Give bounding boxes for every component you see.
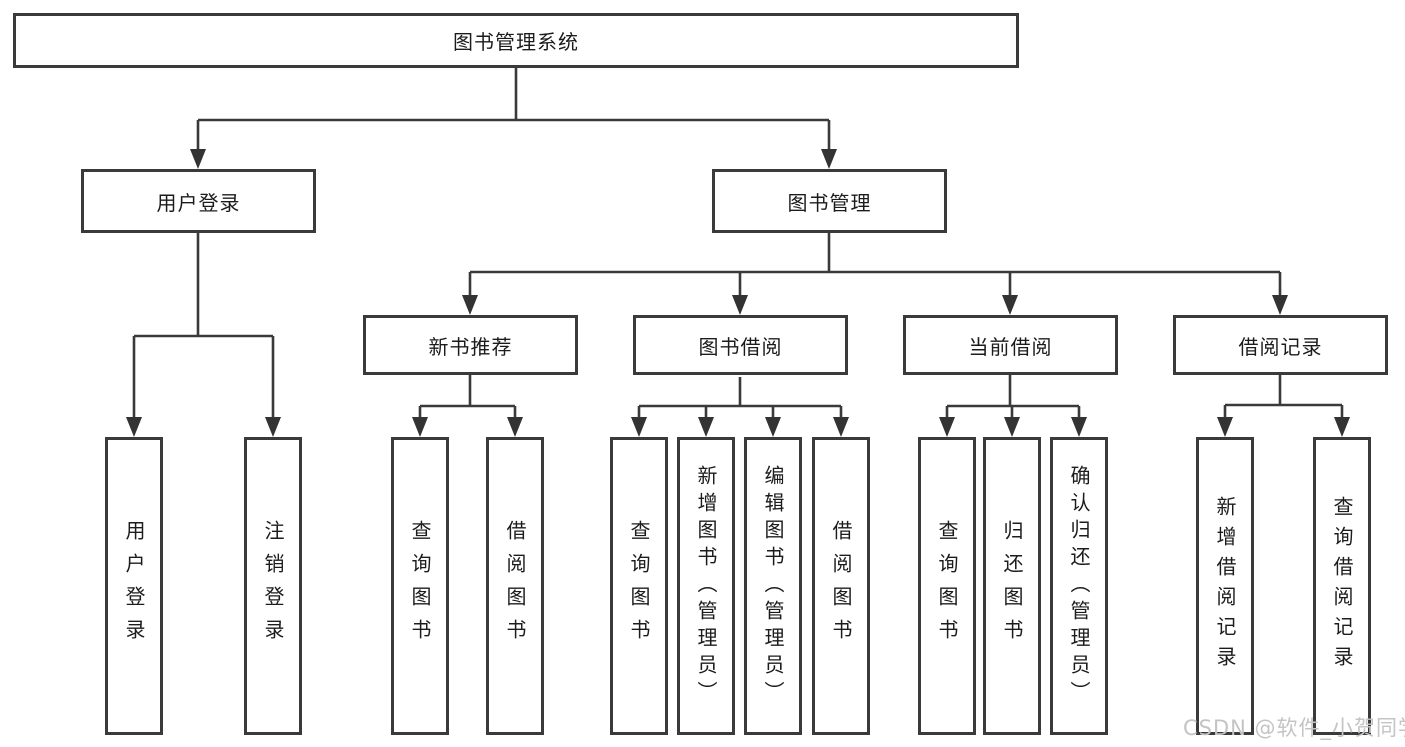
node-new-book-recommend-label: 新书推荐 [428,334,513,359]
leaf-query-borrow-record-label: 查询借阅记录 [1330,496,1354,676]
node-book-borrow: 图书借阅 [633,315,848,375]
node-borrow-records-label: 借阅记录 [1238,334,1323,359]
node-root-label: 图书管理系统 [453,30,579,54]
leaf-edit-books-admin-label: 编辑图书（管理员） [761,464,785,708]
connector-root-to-level2 [190,68,837,169]
leaf-user-login-label: 用户登录 [122,520,146,652]
connector-book-mgmt-children [462,233,1288,315]
leaf-user-login: 用户登录 [105,437,163,735]
leaf-query-books-borrow: 查询图书 [610,437,668,735]
connector-user-login-children [126,233,281,437]
leaf-return-books-label: 归还图书 [1000,520,1024,652]
connector-book-borrow-children [631,377,849,437]
node-new-book-recommend: 新书推荐 [363,315,578,375]
leaf-add-books-admin-label: 新增图书（管理员） [694,464,718,708]
leaf-query-borrow-record: 查询借阅记录 [1313,437,1371,735]
leaf-add-borrow-record: 新增借阅记录 [1196,437,1254,735]
connector-current-borrow-children [939,375,1087,437]
leaf-logout: 注销登录 [244,437,302,735]
leaf-borrow-books-recommend: 借阅图书 [486,437,544,735]
leaf-borrow-books-recommend-label: 借阅图书 [503,520,527,652]
leaf-query-books-current: 查询图书 [918,437,976,735]
connector-borrow-records-children [1217,375,1350,437]
leaf-query-books-recommend-label: 查询图书 [408,520,432,652]
node-root: 图书管理系统 [13,13,1019,68]
leaf-borrow-books: 借阅图书 [812,437,870,735]
leaf-add-borrow-record-label: 新增借阅记录 [1213,496,1237,676]
node-book-borrow-label: 图书借阅 [698,334,783,359]
node-user-login-label: 用户登录 [156,190,241,215]
leaf-query-books-current-label: 查询图书 [935,520,959,652]
leaf-confirm-return-admin-label: 确认归还（管理员） [1067,464,1091,708]
node-book-mgmt: 图书管理 [712,169,947,233]
connector-new-book-rec-children [412,375,523,437]
leaf-confirm-return-admin: 确认归还（管理员） [1050,437,1108,735]
leaf-borrow-books-label: 借阅图书 [829,520,853,652]
leaf-logout-label: 注销登录 [261,520,285,652]
node-user-login: 用户登录 [81,169,316,233]
node-current-borrow-label: 当前借阅 [968,334,1053,359]
watermark: CSDN @软件_小贺同学 [1183,716,1405,740]
leaf-add-books-admin: 新增图书（管理员） [677,437,735,735]
leaf-query-books-borrow-label: 查询图书 [627,520,651,652]
leaf-query-books-recommend: 查询图书 [391,437,449,735]
node-borrow-records: 借阅记录 [1173,315,1388,375]
node-current-borrow: 当前借阅 [903,315,1118,375]
leaf-edit-books-admin: 编辑图书（管理员） [744,437,802,735]
node-book-mgmt-label: 图书管理 [787,190,872,215]
leaf-return-books: 归还图书 [983,437,1041,735]
